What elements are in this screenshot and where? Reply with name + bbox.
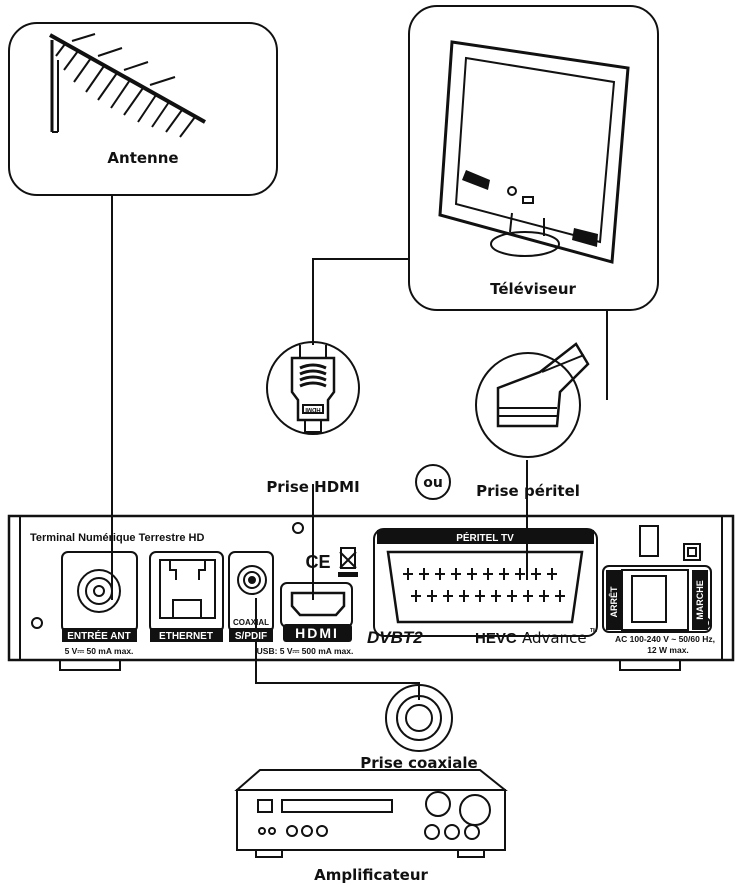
scart-pin xyxy=(427,590,437,602)
hdmi-plug-icon xyxy=(290,345,336,433)
antenna-power-label: 5 V⎓ 50 mA max. xyxy=(65,646,134,656)
scart-pin xyxy=(483,568,493,580)
device-title: Terminal Numérique Terrestre HD xyxy=(30,532,204,544)
dvb-logo: DVBT2 xyxy=(367,628,423,647)
or-label: ou xyxy=(423,475,443,491)
scart-pin xyxy=(499,568,509,580)
scart-port[interactable] xyxy=(373,528,598,637)
scart-plug-icon xyxy=(496,342,590,428)
ce-mark: CE xyxy=(305,552,330,572)
tv-hdmi-cable xyxy=(312,258,409,345)
scart-plug-label: Prise péritel xyxy=(476,482,580,500)
scart-pin xyxy=(475,590,485,602)
scart-pin xyxy=(555,590,565,602)
amplifier-label: Amplificateur xyxy=(314,866,428,884)
scart-pin xyxy=(443,590,453,602)
ethernet-label: ETHERNET xyxy=(159,631,213,642)
off-label: ARRÊT xyxy=(608,586,619,618)
scart-title: PÉRITEL TV xyxy=(456,531,514,544)
scart-pin xyxy=(467,568,477,580)
on-label: MARCHE xyxy=(695,580,705,620)
hevc-logo: HEVC xyxy=(475,630,517,647)
antenna-input-label: ENTRÉE ANT xyxy=(67,629,131,642)
hdmi-plug-circle xyxy=(266,341,360,435)
coax-plug-label: Prise coaxiale xyxy=(360,754,477,772)
device-panel xyxy=(7,514,735,662)
hdmi-connector-label: HDMI xyxy=(305,406,321,412)
scart-pin-grid xyxy=(403,568,565,602)
scart-plug-circle xyxy=(475,352,581,458)
scart-pin xyxy=(411,590,421,602)
scart-pin xyxy=(403,568,413,580)
scart-pin xyxy=(547,568,557,580)
scart-pin xyxy=(451,568,461,580)
scart-pin xyxy=(459,590,469,602)
ac-power-line1: AC 100-240 V ~ 50/60 Hz, xyxy=(615,634,715,644)
screw-left xyxy=(31,617,43,629)
tv-label: Téléviseur xyxy=(490,280,576,298)
scart-pin xyxy=(515,568,525,580)
antenna-box xyxy=(8,22,278,196)
antenna-label: Antenne xyxy=(107,149,178,167)
scart-pin xyxy=(419,568,429,580)
tv-icon xyxy=(438,40,630,264)
antenna-input-frame xyxy=(61,551,138,633)
advance-logo: Advance xyxy=(522,629,587,647)
amplifier-icon xyxy=(234,769,508,858)
scart-pin xyxy=(523,590,533,602)
hdmi-plug-label: Prise HDMI xyxy=(266,478,359,496)
scart-pin xyxy=(507,590,517,602)
screw-top xyxy=(292,522,304,534)
hdmi-port-label: HDMI xyxy=(295,625,339,641)
coaxial-label: COAXIAL xyxy=(233,618,269,627)
scart-pin xyxy=(435,568,445,580)
antenna-icon xyxy=(49,33,206,138)
coax-plug-circle xyxy=(385,684,453,752)
ac-power-line2: 12 W max. xyxy=(647,645,689,655)
scart-pin xyxy=(491,590,501,602)
tv-box xyxy=(408,5,659,311)
or-circle xyxy=(415,464,451,500)
scart-pin xyxy=(531,568,541,580)
usb-power-label: USB: 5 V⎓ 500 mA max. xyxy=(257,646,354,656)
tm-mark: TM xyxy=(590,628,597,634)
scart-pin xyxy=(539,590,549,602)
power-switch[interactable] xyxy=(602,565,712,633)
spdif-label: S/PDIF xyxy=(235,631,267,642)
